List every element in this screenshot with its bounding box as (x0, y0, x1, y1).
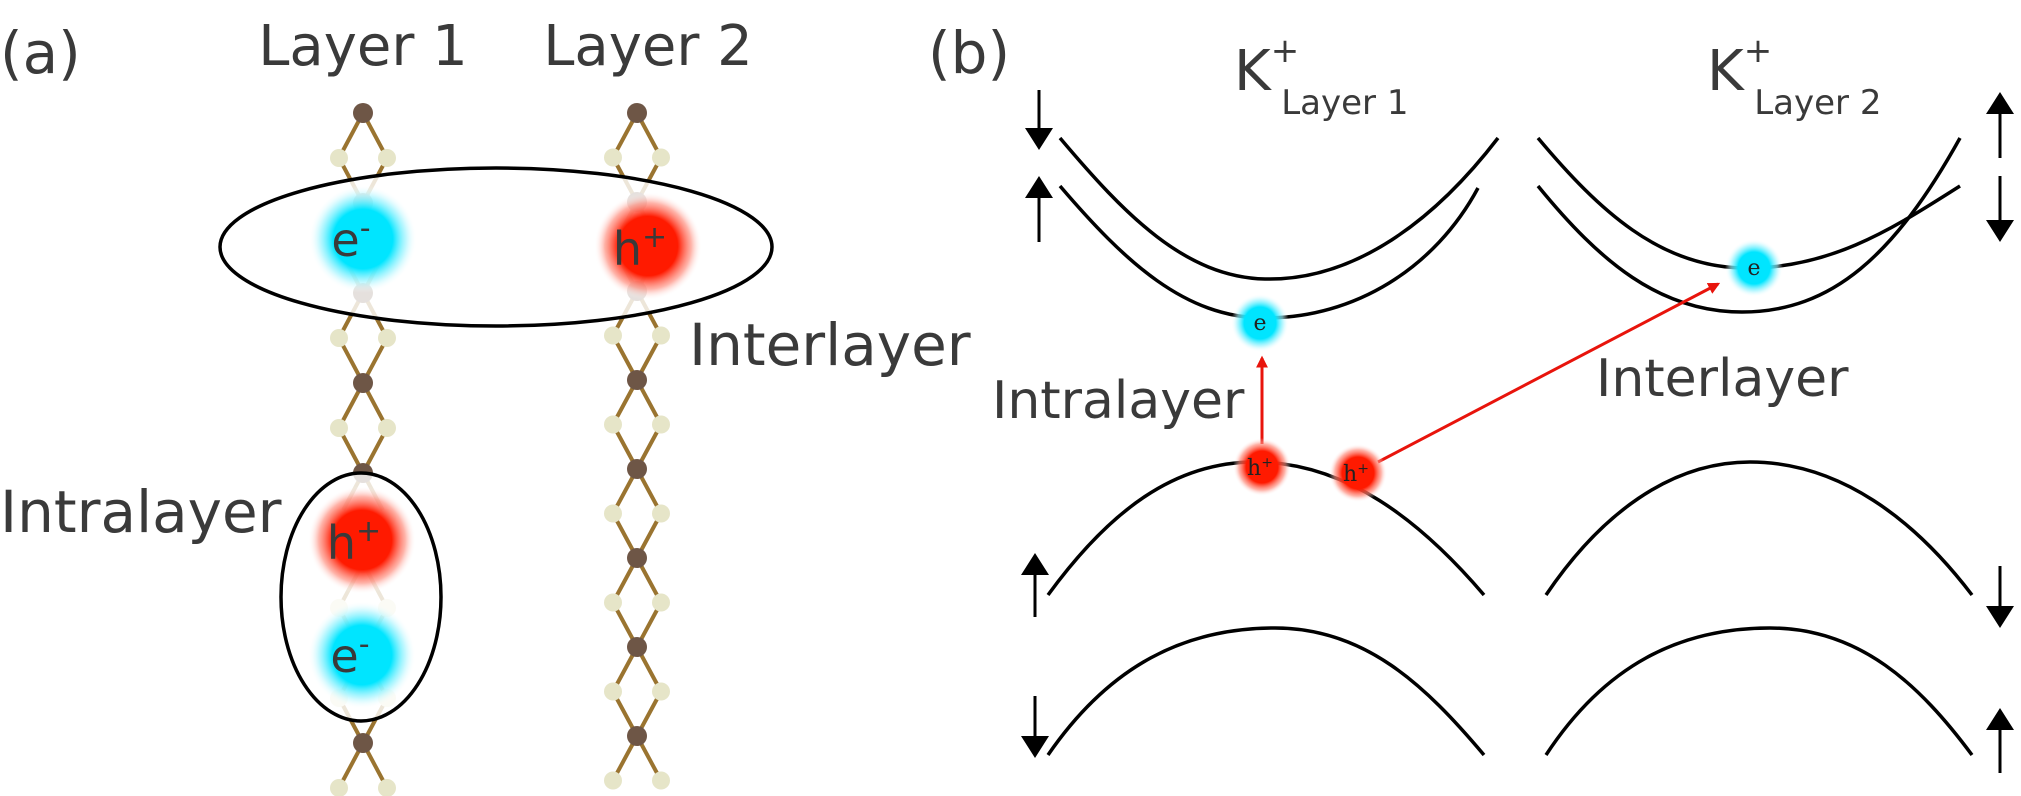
layer2-valence-band-upper (1544, 460, 1974, 597)
interlayer-hole-b (1329, 444, 1387, 502)
chalcogen-atom (378, 419, 396, 437)
panel-a: (a) Layer 1 Layer 2 e- h+ Interlayer h+ … (0, 14, 971, 796)
metal-atom (627, 103, 647, 123)
chalcogen-atom (330, 419, 348, 437)
chalcogen-atom (604, 771, 622, 790)
chalcogen-atom (604, 504, 622, 523)
layer2-label: Layer 2 (543, 14, 753, 79)
chalcogen-atom (652, 682, 670, 701)
chalcogen-atom (652, 326, 670, 345)
spin-up-icon (1986, 708, 2014, 773)
chalcogen-atom (330, 149, 348, 167)
interlayer-hole-label: h+ (613, 220, 667, 276)
metal-atom (627, 637, 647, 657)
interlayer-hole-b-label: h+ (1343, 461, 1369, 487)
chalcogen-atom (604, 593, 622, 612)
metal-atom (353, 103, 373, 123)
spin-up-icon (1986, 92, 2014, 158)
chalcogen-atom (652, 504, 670, 523)
chalcogen-atom (378, 779, 396, 796)
spin-down-icon (1021, 696, 1049, 758)
interlayer-electron (309, 185, 417, 293)
valley-layer1-label: K+Layer 1 (1234, 31, 1408, 123)
spin-down-icon (1986, 566, 2014, 628)
spin-down-icon (1986, 176, 2014, 242)
intralayer-hole-b (1233, 438, 1291, 496)
chalcogen-atom (604, 326, 622, 345)
layer2-electron-label: e (1747, 256, 1760, 281)
metal-atom (627, 726, 647, 746)
metal-atom (627, 459, 647, 479)
metal-atom (627, 548, 647, 568)
layer2-conduction-band-lower (1536, 137, 1962, 314)
interlayer-exciton: e- h+ (218, 166, 774, 328)
intralayer-hole-label: h+ (327, 514, 381, 570)
metal-atom (627, 370, 647, 390)
chalcogen-atom (652, 771, 670, 790)
spin-down-icon (1025, 90, 1053, 150)
intralayer-label-a: Intralayer (0, 478, 282, 546)
intralayer-hole (308, 486, 416, 594)
layer1-electron-label: e (1253, 311, 1266, 336)
chalcogen-atom (330, 329, 348, 347)
chalcogen-atom (378, 329, 396, 347)
layer1-label: Layer 1 (258, 14, 468, 79)
layer1-electron (1231, 294, 1289, 352)
chalcogen-atom (604, 148, 622, 167)
intralayer-electron-label: e- (330, 627, 369, 683)
layer2-electron (1725, 239, 1783, 297)
panel-b-label: (b) (928, 19, 1010, 87)
spin-up-icon (1025, 176, 1053, 242)
chalcogen-atom (652, 593, 670, 612)
intralayer-label-b: Intralayer (992, 371, 1245, 431)
chalcogen-atom (378, 149, 396, 167)
metal-atom (353, 733, 373, 753)
interlayer-label-a: Interlayer (689, 311, 971, 379)
layer1-valence-band-lower (1046, 626, 1486, 757)
interlayer-label-b: Interlayer (1596, 349, 1849, 409)
interlayer-hole (594, 192, 702, 300)
intralayer-exciton: h+ e- (279, 471, 443, 723)
panel-b: (b) K+Layer 1 K+Layer 2 (928, 19, 2014, 773)
interlayer-transition-arrow (1377, 282, 1721, 464)
valley-layer2-label: K+Layer 2 (1707, 31, 1881, 123)
interlayer-electron-label: e- (331, 211, 370, 267)
chalcogen-atom (604, 682, 622, 701)
chalcogen-atom (652, 148, 670, 167)
layer1-conduction-band-upper (1058, 136, 1500, 281)
metal-atom (353, 373, 373, 393)
chalcogen-atom (604, 415, 622, 434)
chalcogen-atom (330, 779, 348, 796)
layer2-valence-band-lower (1544, 626, 1974, 757)
intralayer-hole-b-label: h+ (1247, 455, 1273, 481)
spin-up-icon (1021, 553, 1049, 617)
chalcogen-atom (652, 415, 670, 434)
panel-a-label: (a) (0, 19, 81, 87)
intralayer-electron (308, 601, 416, 709)
